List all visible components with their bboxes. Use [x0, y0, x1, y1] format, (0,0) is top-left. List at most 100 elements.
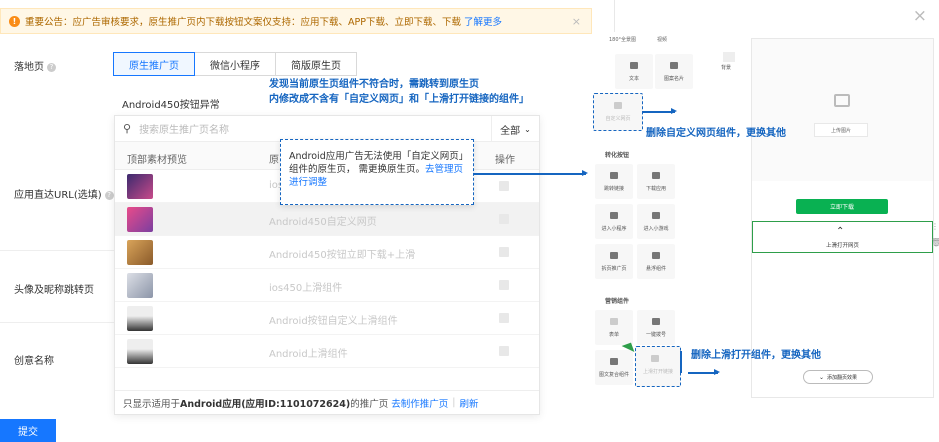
row-name: Android450自定义网页 [269, 217, 377, 228]
preview-icon[interactable] [499, 313, 509, 323]
background-icon[interactable] [723, 52, 735, 62]
refresh-link[interactable]: 刷新 [459, 398, 479, 410]
mini-game-icon [652, 212, 660, 219]
download-now-button[interactable]: 立即下载 [796, 199, 888, 214]
announcement-bar: ! 重要公告：应广告审核要求，原生推广页内下载按钮文案仅支持：应用下载、APP下… [0, 8, 592, 34]
item-jump-link-label: 跳转链接 [603, 186, 624, 192]
table-row[interactable]: Android450按钮立即下载+上滑 [115, 236, 539, 269]
footer-app-info: Android应用(应用ID:1101072624) [180, 398, 351, 410]
footer-suffix: 的推广页 [350, 398, 389, 410]
annotation-arrow [642, 108, 677, 114]
card-icon [670, 62, 678, 69]
thumbnail-image [127, 273, 153, 298]
filter-select[interactable]: 全部⌄ [491, 116, 539, 142]
item-jump-link[interactable]: 跳转链接 [595, 164, 633, 199]
preview-icon[interactable] [499, 181, 509, 191]
table-row[interactable]: Android上滑组件 [115, 335, 539, 368]
item-panorama[interactable]: 180°全景图 [609, 37, 637, 43]
item-call-label: 一键拨号 [645, 332, 666, 338]
page-editor-panel: × 180°全景图 视频 文本 图案名片 自定义网页 转化按钮 跳转链接 下载应用… [593, 0, 939, 442]
manage-page-link[interactable]: 去管理页进行调整 [289, 164, 464, 188]
item-mini-game[interactable]: 进入小游戏 [637, 204, 675, 239]
item-download-app[interactable]: 下载应用 [637, 164, 675, 199]
footer-prefix: 只显示适用于 [123, 398, 181, 410]
chevron-down-icon: ⌄ [524, 124, 531, 134]
add-flip-effect-button[interactable]: ⌄添加翻页效果 [803, 370, 873, 384]
slide-open-component[interactable]: ⌃ 上滑打开网页 [752, 221, 933, 253]
column-action: 操作 [495, 155, 515, 166]
item-mini-program[interactable]: 进入小程序 [595, 204, 633, 239]
item-image-card-label: 图案名片 [663, 76, 684, 82]
row-name: ios [269, 180, 284, 191]
preview-icon[interactable] [499, 346, 509, 356]
warning-icon: ! [9, 15, 20, 27]
landing-page-label: 落地页? [14, 58, 56, 73]
item-image-text-label: 图文复合组件 [598, 372, 629, 378]
close-icon[interactable]: × [571, 14, 581, 28]
selected-page-value[interactable]: Android450按钮异常 [122, 100, 220, 111]
item-text[interactable]: 文本 [615, 54, 653, 89]
item-custom-webpage[interactable]: 自定义网页 [593, 93, 643, 131]
split-page-icon [610, 252, 618, 259]
submit-button[interactable]: 提交 [0, 419, 56, 442]
tab-simple-native-page[interactable]: 简版原生页 [275, 52, 357, 76]
section-convert-title: 转化按钮 [605, 152, 630, 159]
search-icon: ⚲ [123, 122, 132, 135]
item-split-page[interactable]: 拆页推广页 [595, 244, 633, 279]
annotation-remove-custom: 删除自定义网页组件，更换其他 [646, 128, 786, 139]
image-text-icon [610, 358, 618, 365]
slide-open-label: 上滑打开网页 [825, 243, 859, 249]
item-float-label: 悬浮组件 [645, 266, 666, 272]
tab-wechat-miniprogram[interactable]: 微信小程序 [194, 52, 276, 76]
tooltip-text: Android应用广告无法使用「自定义网页」组件的原生页， 需更换原生页。 [289, 151, 464, 175]
table-row[interactable]: Android450自定义网页 [115, 203, 539, 236]
column-name: 原 [269, 155, 279, 166]
phone-icon [652, 318, 660, 325]
item-form-label: 表单 [608, 332, 619, 338]
separator: | [452, 397, 456, 408]
float-icon [652, 252, 660, 259]
image-placeholder[interactable]: 上传图片 [752, 39, 933, 181]
item-slide-open[interactable]: 上滑打开链接 [635, 346, 681, 387]
item-mini-game-label: 进入小游戏 [643, 226, 669, 232]
preview-icon[interactable] [499, 280, 509, 290]
help-icon[interactable]: ? [47, 62, 56, 72]
annotation-remove-slide: 删除上滑打开组件，更换其他 [691, 350, 821, 361]
item-text-label: 文本 [628, 76, 639, 82]
preview-icon[interactable] [499, 214, 509, 224]
preview-icon[interactable] [499, 247, 509, 257]
link-icon [610, 172, 618, 179]
trash-icon[interactable]: 🗑 [931, 238, 939, 247]
annotation-top: 发现当前原生页组件不符合时，需跳转到原生页 内修改成不含有「自定义网页」和「上滑… [269, 77, 529, 107]
item-slide-open-label: 上滑打开链接 [642, 369, 673, 375]
avatar-jump-label: 头像及昵称跳转页 [14, 285, 94, 296]
filter-select-value: 全部 [500, 125, 521, 137]
learn-more-link[interactable]: 了解更多 [463, 17, 502, 28]
help-icon[interactable]: ? [104, 190, 114, 200]
item-image-text[interactable]: 图文复合组件 [595, 350, 633, 385]
direct-url-label: 应用直达URL(选填)? [14, 186, 114, 201]
table-row[interactable]: ios450上滑组件 [115, 269, 539, 302]
close-icon[interactable]: × [912, 6, 927, 26]
annotation-top-line1: 发现当前原生页组件不符合时，需跳转到原生页 [269, 79, 479, 90]
drag-handle-icon[interactable]: ⋮ [931, 222, 939, 231]
table-row[interactable]: Android按钮自定义上滑组件 [115, 302, 539, 335]
item-video[interactable]: 视频 [656, 37, 667, 43]
tab-native-page[interactable]: 原生推广页 [113, 52, 195, 76]
search-input[interactable]: 搜索原生推广页名称 [139, 125, 230, 136]
item-custom-webpage-label: 自定义网页 [605, 116, 631, 122]
row-name: ios450上滑组件 [269, 283, 343, 294]
thumbnail-image [127, 240, 153, 265]
download-icon [652, 172, 660, 179]
divider [0, 322, 114, 323]
item-form[interactable]: 表单 [595, 310, 633, 345]
upload-image-button[interactable]: 上传图片 [814, 123, 868, 137]
slide-icon [651, 355, 659, 362]
annotation-arrow [474, 170, 588, 176]
annotation-arrow [688, 369, 720, 375]
item-float[interactable]: 悬浮组件 [637, 244, 675, 279]
item-image-card[interactable]: 图案名片 [655, 54, 693, 89]
announcement-text: 重要公告：应广告审核要求，原生推广页内下载按钮文案仅支持：应用下载、APP下载、… [25, 17, 461, 28]
create-page-link[interactable]: 去制作推广页 [391, 398, 449, 410]
item-call[interactable]: 一键拨号 [637, 310, 675, 345]
